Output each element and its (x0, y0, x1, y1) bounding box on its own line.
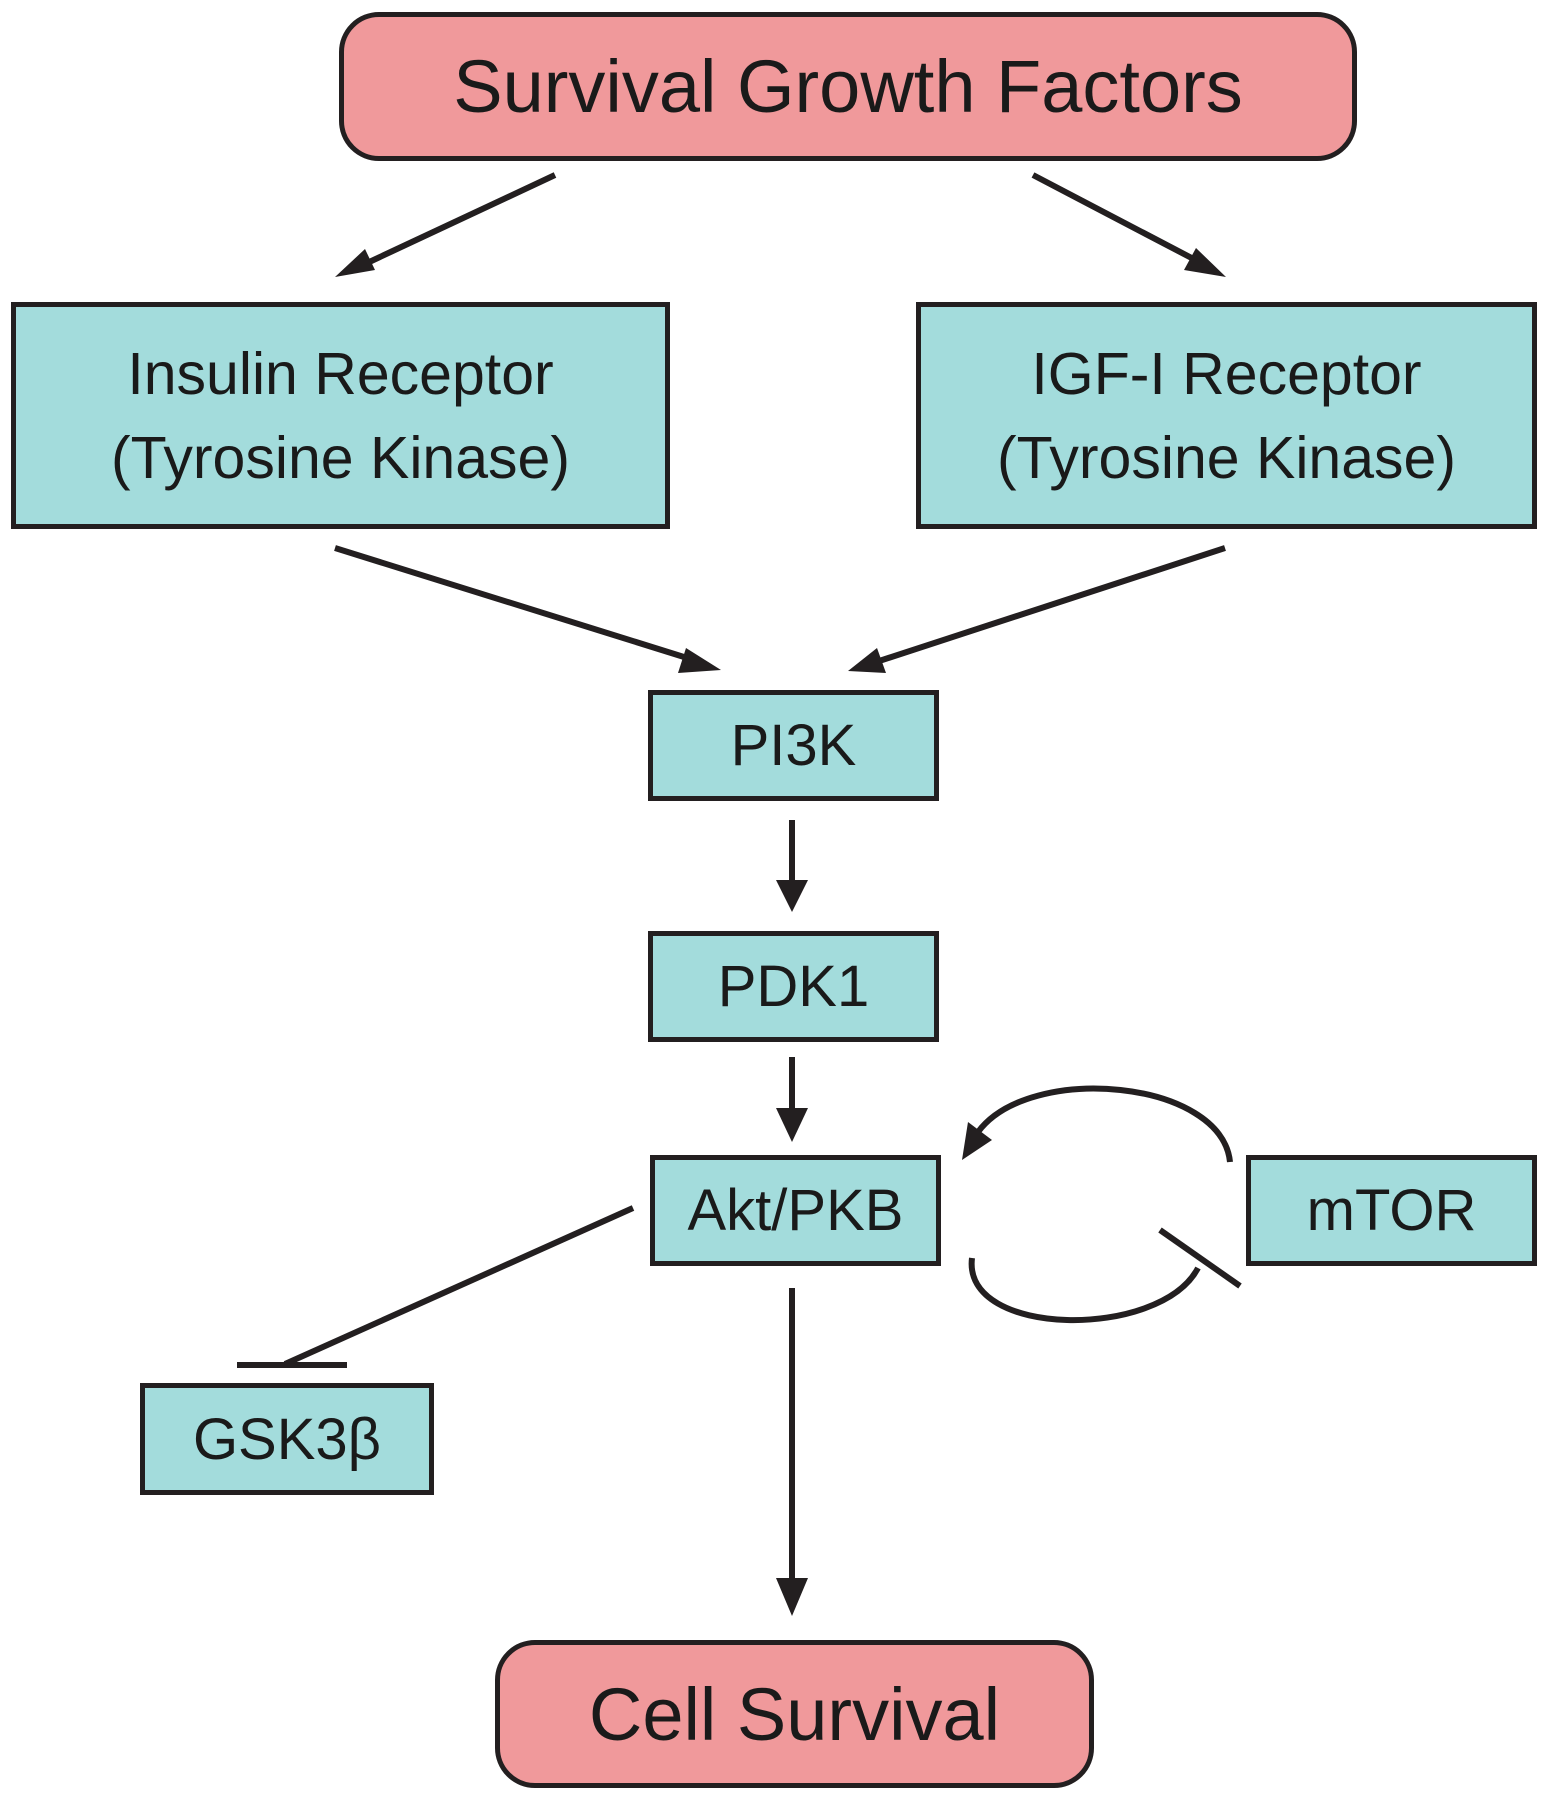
node-sublabel: (Tyrosine Kinase) (110, 424, 571, 491)
node-label: mTOR (1306, 1178, 1477, 1243)
node-label: GSK3β (192, 1406, 382, 1472)
arrowhead-akt-from-mtor (962, 1122, 992, 1160)
node-label: Cell Survival (588, 1672, 1001, 1756)
node-akt-pkb: Akt/PKB (650, 1155, 941, 1266)
node-pdk1: PDK1 (648, 931, 939, 1042)
node-label: IGF-I Receptor (1031, 340, 1422, 407)
inhibition-bar-mtor (1158, 1227, 1242, 1289)
node-cell-survival: Cell Survival (495, 1640, 1094, 1788)
edge-mtor-to-akt (975, 1085, 1233, 1163)
arrowhead-insulin (335, 249, 375, 277)
edge-akt-inhibits-gsk (283, 1205, 635, 1367)
node-sublabel: (Tyrosine Kinase) (996, 424, 1457, 491)
arrowhead-pi3k-right (848, 648, 886, 673)
node-label: Akt/PKB (687, 1178, 904, 1243)
edge-insulin-to-pi3k (334, 545, 701, 665)
arrowhead-pdk1 (776, 880, 808, 912)
node-label: Insulin Receptor (127, 340, 554, 407)
arrowhead-igf (1184, 248, 1226, 277)
node-pi3k: PI3K (648, 690, 939, 801)
node-label: PI3K (730, 713, 857, 778)
node-survival-growth-factors: Survival Growth Factors (339, 12, 1357, 161)
arrowhead-cell (776, 1578, 808, 1616)
edge-igf-to-pi3k (869, 545, 1226, 667)
edge-growth-to-insulin (348, 172, 557, 274)
node-igf-i-receptor: IGF-I Receptor (Tyrosine Kinase) (916, 302, 1537, 529)
edge-growth-to-igf (1031, 172, 1207, 268)
arrowhead-akt (776, 1108, 808, 1142)
node-label: Survival Growth Factors (453, 45, 1243, 128)
edge-akt-inhibits-mtor (968, 1257, 1201, 1324)
node-insulin-receptor: Insulin Receptor (Tyrosine Kinase) (11, 302, 670, 529)
node-label: PDK1 (717, 954, 870, 1019)
arrowhead-pi3k-left (678, 648, 721, 673)
node-mtor: mTOR (1246, 1155, 1537, 1266)
node-gsk3b: GSK3β (140, 1383, 434, 1495)
